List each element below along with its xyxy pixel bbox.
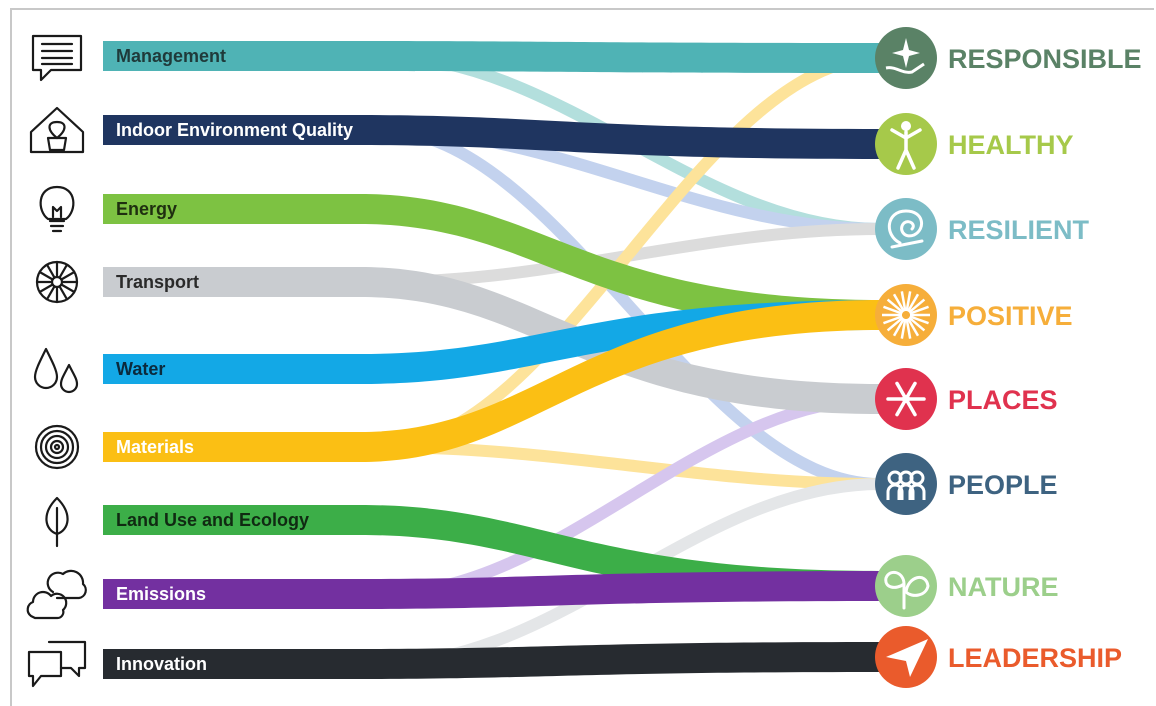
outcome-responsible: RESPONSIBLE — [875, 27, 1142, 89]
lightbulb-icon — [39, 185, 75, 233]
outcome-places: PLACES — [875, 368, 1058, 430]
person-icon — [890, 121, 922, 170]
link-management-to-responsible — [103, 41, 880, 73]
outcome-label-positive: POSITIVE — [948, 301, 1073, 331]
outcome-badge-nature — [875, 555, 937, 617]
outcome-resilient: RESILIENT — [875, 198, 1090, 260]
outcome-label-healthy: HEALTHY — [948, 130, 1074, 160]
category-label-energy: Energy — [116, 199, 177, 219]
wheel-icon — [35, 260, 79, 304]
outcome-positive: POSITIVE — [875, 284, 1073, 346]
category-label-water: Water — [116, 359, 165, 379]
speech-bubbles-icon — [27, 640, 87, 688]
link-energy-to-positive — [103, 194, 880, 330]
hand-star-icon — [885, 38, 925, 74]
link-materials-to-positive — [103, 300, 880, 462]
outcome-badge-positive — [875, 284, 937, 346]
diagram-frame — [10, 8, 1154, 706]
people-group-icon — [886, 470, 926, 500]
spiral-icon — [888, 209, 924, 249]
water-drops-icon — [33, 347, 79, 394]
link-ieq-to-people — [374, 124, 886, 490]
link-innovation-to-leadership — [103, 642, 880, 679]
outcome-label-nature: NATURE — [948, 572, 1059, 602]
category-label-emissions: Emissions — [116, 584, 206, 604]
category-icons — [26, 34, 87, 688]
category-label-land: Land Use and Ecology — [116, 510, 309, 530]
links-layer — [103, 41, 886, 679]
rings-icon — [34, 424, 80, 470]
category-label-management: Management — [116, 46, 226, 66]
document-icon — [31, 34, 83, 82]
outcome-healthy: HEALTHY — [875, 113, 1074, 175]
category-label-ieq: Indoor Environment Quality — [116, 120, 353, 140]
category-label-transport: Transport — [116, 272, 199, 292]
outcome-nodes: RESPONSIBLE HEALTHY RESILIENT POSITIVE PLACE… — [875, 27, 1142, 688]
outcome-label-resilient: RESILIENT — [948, 215, 1090, 245]
category-label-materials: Materials — [116, 437, 194, 457]
outcome-badge-resilient — [875, 198, 937, 260]
house-plant-icon — [29, 106, 85, 154]
outcome-people: PEOPLE — [875, 453, 1058, 515]
outcome-label-people: PEOPLE — [948, 470, 1058, 500]
snowflake-icon — [886, 381, 926, 417]
outcome-label-leadership: LEADERSHIP — [948, 643, 1122, 673]
category-label-innovation: Innovation — [116, 654, 207, 674]
sunburst-icon — [882, 291, 930, 339]
outcome-label-places: PLACES — [948, 385, 1058, 415]
paper-plane-icon — [886, 639, 928, 677]
outcome-label-responsible: RESPONSIBLE — [948, 44, 1142, 74]
sprout-icon — [884, 570, 930, 610]
link-water-to-positive — [103, 300, 880, 384]
outcome-nature: NATURE — [875, 555, 1059, 617]
leaf-icon — [45, 496, 69, 548]
link-emissions-to-nature — [103, 571, 880, 609]
clouds-icon — [26, 569, 87, 620]
outcome-leadership: LEADERSHIP — [875, 626, 1122, 688]
link-materials-to-people — [374, 441, 886, 490]
link-transport-to-places — [103, 267, 880, 414]
link-ieq-to-healthy — [103, 115, 880, 159]
